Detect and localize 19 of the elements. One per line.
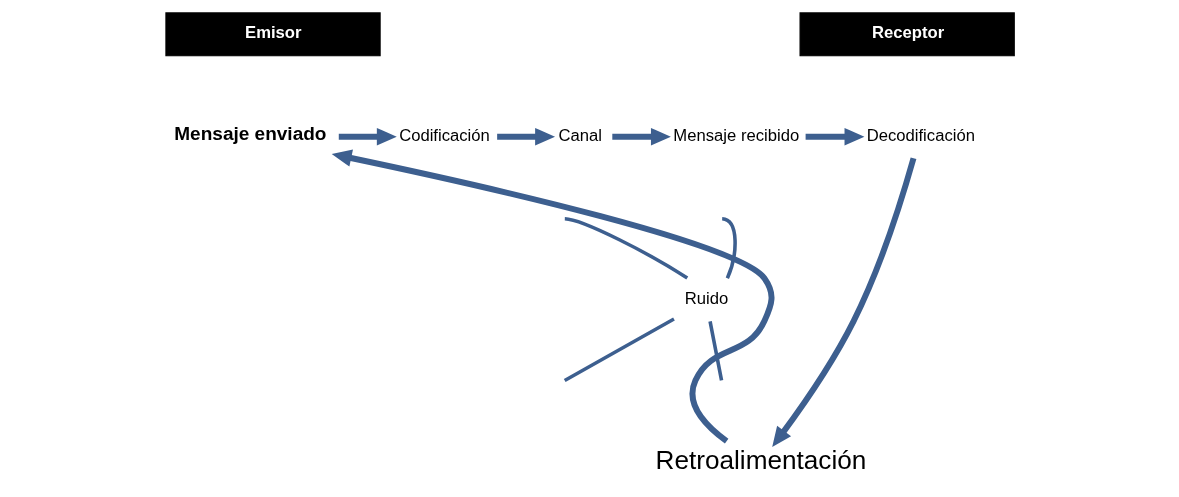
- node-text: Mensaje recibido: [673, 126, 800, 146]
- arrow: [612, 127, 671, 146]
- connector: [564, 217, 689, 280]
- arrow: [805, 127, 865, 146]
- arrow: [338, 127, 397, 146]
- arrow: [497, 127, 556, 146]
- connector: [721, 217, 737, 279]
- connector: [563, 317, 675, 382]
- node-text: Mensaje enviado: [174, 122, 327, 144]
- node-text: Ruido: [684, 289, 729, 309]
- node-text: Retroalimentación: [655, 445, 867, 476]
- label: Receptor: [872, 22, 945, 42]
- label: Emisor: [245, 22, 302, 42]
- arrow: [331, 149, 775, 444]
- node-text: Canal: [558, 126, 603, 146]
- connector: [708, 321, 724, 381]
- node-text: Codificación: [399, 126, 490, 146]
- node-text: Decodificación: [866, 126, 975, 146]
- arrow: [772, 157, 917, 447]
